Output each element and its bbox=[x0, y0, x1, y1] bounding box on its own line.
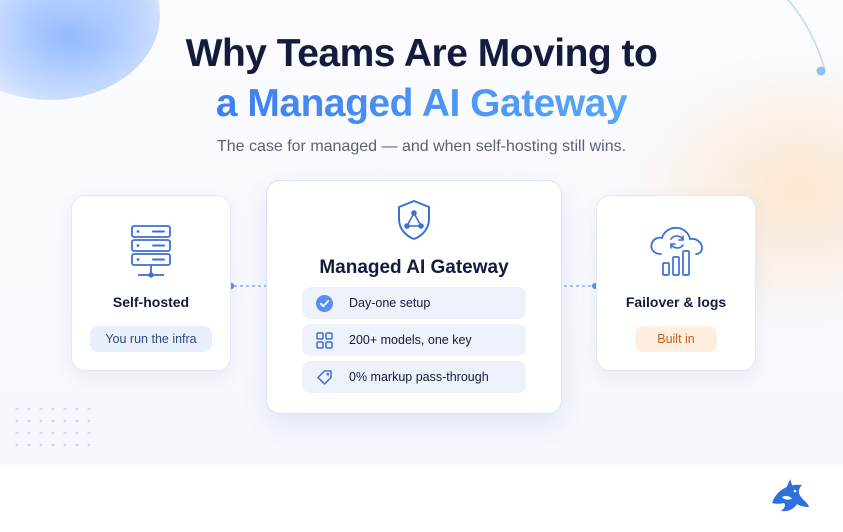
failover-logs-badge: Built in bbox=[635, 326, 717, 352]
self-hosted-card: Self-hosted You run the infra bbox=[71, 195, 231, 371]
page-title-highlight: a Managed AI Gateway bbox=[215, 82, 628, 125]
decorative-arc bbox=[786, 0, 826, 76]
cloud-sync-chart-icon bbox=[650, 226, 703, 276]
failover-logs-card: Failover & logs Built in bbox=[596, 195, 756, 371]
server-rack-icon bbox=[131, 225, 171, 278]
page-title-line-2: a Managed AI Gateway bbox=[0, 82, 843, 126]
managed-gateway-title: Managed AI Gateway bbox=[319, 257, 509, 278]
orca-logo-icon bbox=[772, 479, 809, 512]
feature-label: 200+ models, one key bbox=[349, 333, 472, 347]
decorative-dot-grid bbox=[15, 407, 91, 447]
feature-row-setup: Day-one setup bbox=[302, 287, 526, 319]
failover-logs-title: Failover & logs bbox=[625, 294, 727, 310]
managed-gateway-card: Managed AI Gateway Day-one setup 200+ mo… bbox=[266, 180, 562, 414]
right-connector bbox=[558, 283, 598, 289]
self-hosted-title: Self-hosted bbox=[112, 294, 190, 310]
hero-panel: Why Teams Are Moving to a Managed AI Gat… bbox=[0, 0, 843, 465]
feature-row-models: 200+ models, one key bbox=[302, 324, 526, 356]
tag-icon bbox=[317, 370, 332, 385]
page-title-line-1: Why Teams Are Moving to bbox=[185, 32, 658, 75]
grid-icon bbox=[316, 332, 333, 349]
feature-label: Day-one setup bbox=[349, 296, 431, 310]
self-hosted-badge: You run the infra bbox=[90, 326, 212, 352]
shield-network-icon bbox=[398, 200, 430, 240]
page-subtitle: The case for managed — and when self-hos… bbox=[216, 138, 627, 155]
check-circle-icon bbox=[316, 295, 333, 312]
feature-label: 0% markup pass-through bbox=[349, 370, 489, 384]
feature-row-markup: 0% markup pass-through bbox=[302, 361, 526, 393]
